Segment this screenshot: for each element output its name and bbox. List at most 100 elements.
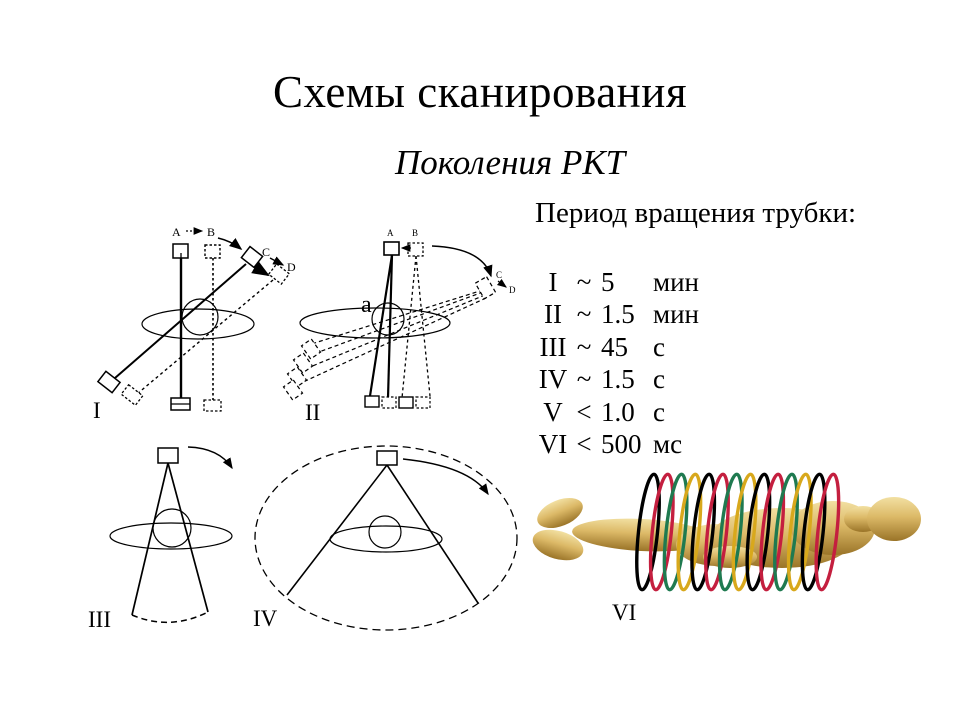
xray-tube-icon bbox=[267, 263, 291, 285]
spiral-ring bbox=[648, 472, 675, 592]
rotate-arrow bbox=[402, 458, 489, 496]
row-gen: III bbox=[539, 331, 567, 362]
detector-icon bbox=[300, 338, 322, 360]
detector-icon bbox=[203, 399, 222, 412]
point-label-b: B bbox=[412, 228, 418, 238]
detector-icon bbox=[415, 396, 431, 409]
detector-icon bbox=[398, 396, 414, 409]
point-label-d: D bbox=[287, 260, 296, 274]
fan-beam bbox=[131, 447, 209, 623]
row-op: ~ bbox=[576, 331, 592, 362]
spiral-ring bbox=[745, 472, 772, 592]
pencil-beam-position-2-dashed bbox=[203, 244, 222, 412]
generation-1-label: I bbox=[93, 398, 101, 423]
xray-tube-icon bbox=[407, 242, 424, 257]
row-op: < bbox=[576, 396, 592, 427]
row-unit: мин bbox=[653, 299, 699, 330]
row-value: 500 bbox=[601, 429, 642, 460]
slide-title: Схемы сканирования bbox=[272, 67, 688, 117]
spiral-ring bbox=[717, 472, 744, 592]
point-label-c: C bbox=[496, 270, 502, 280]
spiral-ring bbox=[635, 472, 661, 592]
point-label-d: D bbox=[509, 285, 516, 295]
fan-beam bbox=[286, 450, 479, 604]
row-unit: мс bbox=[653, 429, 683, 460]
spiral-ring bbox=[786, 472, 813, 592]
row-gen: I bbox=[548, 267, 558, 297]
row-op: ~ bbox=[576, 267, 592, 297]
row-unit: с bbox=[653, 364, 665, 395]
row-unit: с bbox=[653, 396, 665, 427]
row-op: ~ bbox=[576, 299, 592, 330]
generation-2-diagram: A B C D a II bbox=[282, 228, 516, 425]
period-panel-heading: Период вращения трубки: bbox=[535, 197, 857, 229]
fan-beam-dashed-position bbox=[401, 242, 431, 399]
generation-2-label: II bbox=[305, 400, 320, 425]
detector-icon bbox=[120, 383, 144, 407]
row-op: ~ bbox=[576, 364, 592, 395]
row-gen: II bbox=[544, 299, 562, 330]
rotate-arrow bbox=[431, 245, 493, 278]
xray-tube-icon bbox=[383, 241, 400, 256]
spiral-rings bbox=[635, 472, 841, 592]
fan-beam-solid-position bbox=[368, 241, 400, 399]
generation-1-diagram: A B C D I bbox=[93, 225, 296, 423]
detector-icon bbox=[364, 395, 380, 408]
spiral-ring bbox=[704, 472, 730, 592]
generation-4-label: IV bbox=[253, 606, 278, 631]
spiral-ring bbox=[759, 472, 786, 592]
detector-ring bbox=[254, 445, 518, 631]
detector-icon bbox=[381, 396, 397, 409]
row-gen: V bbox=[543, 396, 563, 427]
body-cross-section bbox=[109, 508, 233, 550]
detector-array bbox=[364, 395, 431, 409]
spiral-ring bbox=[800, 472, 827, 592]
point-label-b: B bbox=[207, 225, 215, 239]
generation-6-label: VI bbox=[612, 600, 636, 625]
body-cross-section bbox=[299, 302, 451, 339]
spiral-ring bbox=[690, 472, 717, 592]
pencil-beam-rotated-dashed bbox=[120, 263, 291, 407]
spiral-ring bbox=[773, 472, 799, 592]
spiral-ring bbox=[814, 472, 841, 592]
spiral-ring bbox=[662, 472, 689, 592]
detector-arc bbox=[131, 611, 209, 623]
row-value: 1.0 bbox=[601, 396, 635, 427]
row-gen: VI bbox=[538, 429, 568, 460]
point-label-c: C bbox=[262, 245, 270, 259]
xray-tube-icon bbox=[474, 275, 497, 300]
row-unit: мин bbox=[653, 267, 699, 297]
pencil-beam-position-1 bbox=[170, 243, 191, 411]
detector-icon bbox=[282, 379, 304, 401]
motion-arrows bbox=[186, 227, 285, 277]
xray-tube-icon bbox=[376, 450, 398, 466]
detector-icon bbox=[286, 366, 308, 388]
generation-3-diagram: III bbox=[88, 446, 233, 632]
rotate-arrow-3 bbox=[251, 261, 270, 277]
body-cross-section bbox=[329, 515, 443, 553]
generation-4-diagram: IV bbox=[253, 445, 518, 631]
rotate-arrow bbox=[187, 446, 233, 470]
period-table: I ~ 5 мин II ~ 1.5 мин III ~ 45 с IV ~ 1… bbox=[535, 266, 699, 460]
rotate-arrow bbox=[217, 237, 243, 250]
row-value: 45 bbox=[601, 331, 628, 362]
spiral-ring bbox=[676, 472, 703, 592]
generation-6-figure: VI bbox=[532, 472, 921, 625]
row-value: 5 bbox=[601, 267, 615, 297]
point-label-a: A bbox=[172, 225, 181, 239]
detector-icon bbox=[96, 370, 122, 394]
xray-tube-icon bbox=[157, 447, 179, 464]
rotate-arrow-2 bbox=[496, 278, 507, 288]
row-value: 1.5 bbox=[601, 299, 635, 330]
detector-icon bbox=[292, 352, 314, 374]
rotate-arrow-2 bbox=[269, 256, 285, 266]
row-value: 1.5 bbox=[601, 364, 635, 395]
motion-arrows bbox=[400, 244, 507, 288]
point-label-a: A bbox=[387, 228, 394, 238]
row-unit: с bbox=[653, 331, 665, 362]
row-op: < bbox=[576, 429, 592, 460]
row-gen: IV bbox=[538, 364, 568, 395]
generation-3-label: III bbox=[88, 607, 111, 632]
slide-subtitle: Поколения РКТ bbox=[394, 143, 626, 182]
